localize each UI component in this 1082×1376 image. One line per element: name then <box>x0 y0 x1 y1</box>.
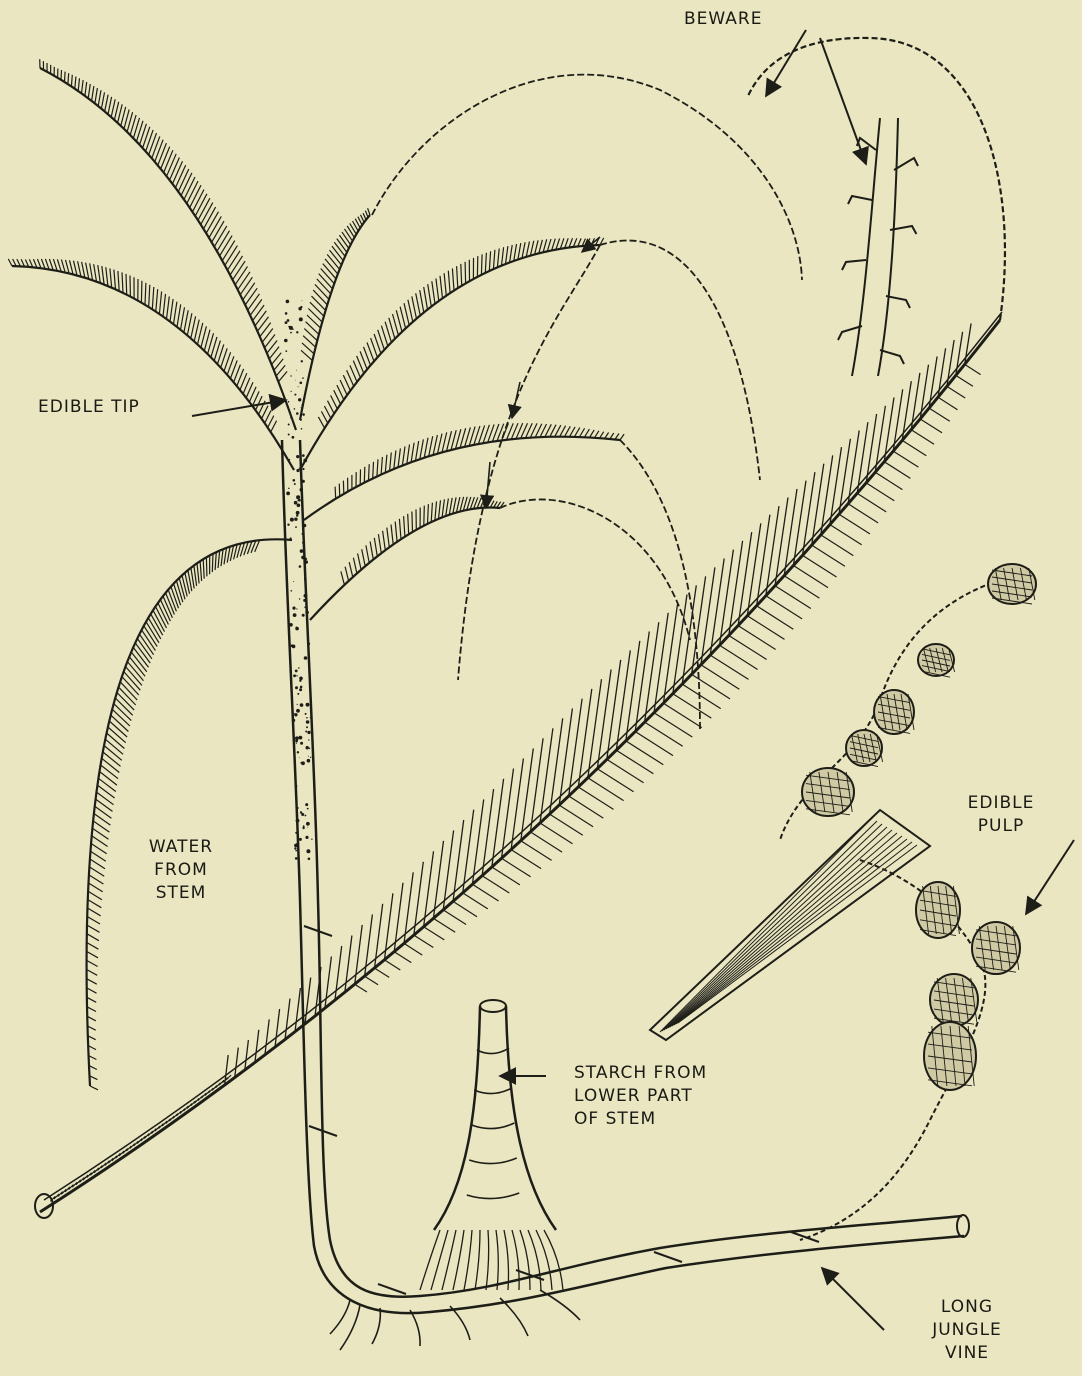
pointer-arrow-1 <box>766 30 806 96</box>
fruit-cluster <box>650 564 1036 1240</box>
pointer-arrow-2 <box>820 38 866 164</box>
pointer-arrow-6 <box>822 1268 884 1330</box>
whip-arrow-2 <box>512 382 520 418</box>
cut-stem-starch <box>420 1000 563 1290</box>
large-pinnate-leaf <box>35 38 1005 1218</box>
label-long-jungle-vine: LONG JUNGLE VINE <box>922 1296 1012 1365</box>
label-water-from-stem: WATER FROM STEM <box>136 836 226 905</box>
spine-detail <box>838 118 918 376</box>
label-edible-tip: EDIBLE TIP <box>38 396 140 419</box>
pointer-arrows <box>192 30 1074 1330</box>
pointer-arrow-5 <box>1026 840 1074 914</box>
label-edible-pulp: EDIBLE PULP <box>946 792 1056 838</box>
label-beware: BEWARE <box>684 8 762 31</box>
pointer-arrow-3 <box>192 400 286 416</box>
label-starch-from-stem: STARCH FROM LOWER PART OF STEM <box>574 1062 707 1131</box>
